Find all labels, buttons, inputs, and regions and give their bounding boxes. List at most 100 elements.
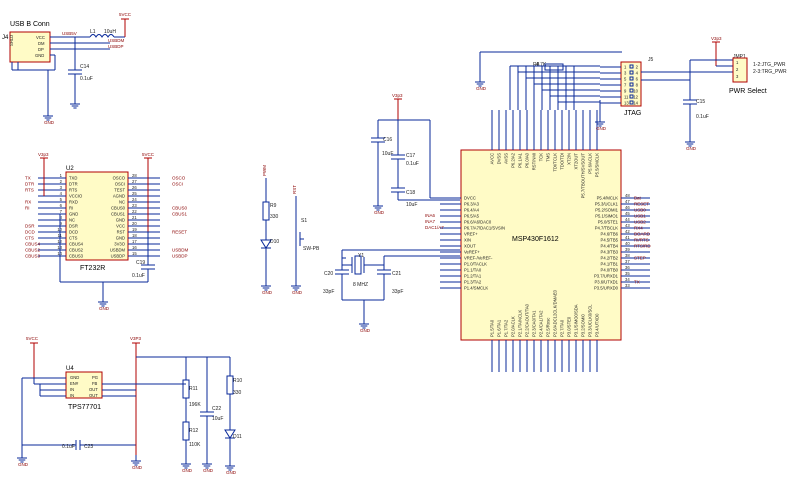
mcu-top-pin-8: TMS (546, 153, 551, 162)
mcu-right-pin-num-10: 38 (625, 253, 630, 258)
pwm-net: PWM (262, 165, 267, 176)
ftdi-left-pin-10: CTS (69, 236, 78, 241)
ftdi-right-net-13: USBDP (172, 254, 188, 259)
usb-pin-dm: DM (38, 41, 45, 46)
mcu-right-net-10: STEP (634, 256, 646, 261)
ftdi-right-pin-num-8: 20 (132, 221, 137, 226)
mcu-top-pin-12: XT2OUT (574, 153, 579, 170)
c19-ref: C19 (136, 260, 145, 266)
d11-ref: D11 (233, 434, 242, 440)
ftdi-right-pin-num-1: 27 (132, 179, 137, 184)
mcu-right-pin-num-13: 35 (625, 271, 630, 276)
ftdi-right-net-9: RESET (172, 230, 187, 235)
c20-ref: C20 (324, 271, 333, 277)
mcu-top-pin-6: RST/NMI (532, 153, 537, 170)
mcu-right-net-1: RESET (634, 202, 649, 207)
ftdi-left-pin-num-1: 2 (60, 179, 63, 184)
usb-connector-body (9, 31, 51, 63)
r11-ref: R11 (189, 386, 198, 392)
mcu-top-pin-0: AVCC (490, 153, 495, 164)
mcu-right-pin-num-2: 46 (625, 205, 630, 210)
mcu-bottom-pin-8: P2.5/Rosc (546, 318, 551, 337)
mcu-right-net-4: USB2 (634, 220, 646, 225)
mcu-support-block: V3p3 C16 10uF GND C17 0.1uF C18 10uF Y1 … (323, 93, 460, 333)
c22-gnd-label: GND (203, 468, 214, 473)
usb-ref: J4 (2, 35, 9, 41)
ftdi-left-pin-11: CBUS4 (69, 242, 84, 247)
ftdi-right-net-5: CBUS0 (172, 206, 188, 211)
c19-value: 0.1uF (132, 273, 145, 279)
mcu-left-pin-7: XIN (464, 238, 471, 243)
mcu-right-pin-num-14: 34 (625, 277, 630, 282)
mcu-right-net-8: RTS/RD (634, 244, 651, 249)
ftdi-right-pin-7: GND (116, 218, 125, 223)
mcu-right-pin-1: P5.3/UCLK1 (595, 202, 619, 207)
ftdi-left-net-5: RI (25, 206, 30, 211)
mcu-right-pin-8: P4.4/TB4 (601, 244, 619, 249)
ftdi-right-pin-num-2: 26 (132, 185, 137, 190)
c22-ref: C22 (212, 406, 221, 412)
mcu-top-pin-1: DVSS (497, 153, 502, 165)
mcu-right-pin-6: P4.6/TB6 (601, 232, 619, 237)
mcu-top-pin-15: P5.5/SMCLK (595, 153, 600, 177)
jumper-body (732, 57, 748, 83)
mcu-right-pin-num-15: 33 (625, 283, 630, 288)
ftdi-right-pin-num-3: 25 (132, 191, 137, 196)
reg-gnd2-label: GND (132, 465, 143, 470)
mcu-right-pin-num-8: 40 (625, 241, 630, 246)
inductor-l1 (89, 34, 115, 38)
c15-value: 0.1uF (696, 114, 709, 120)
reg-pin-gnd: GND (70, 375, 79, 380)
ftdi-ref: U2 (66, 166, 74, 172)
r9-resistor (262, 201, 270, 221)
mcu-bottom-pin-13: P3.2/SOMI0 (581, 314, 586, 337)
r10-value: 330 (233, 390, 242, 396)
ftdi-right-pin-13: USBDP (111, 254, 126, 259)
ftdi-right-net-0: OSCO (172, 176, 186, 181)
ftdi-right-pin-1: OSCI (115, 182, 125, 187)
ftdi-left-pin-9: DCD (69, 230, 78, 235)
mcu-top-pin-4: P6.1/A1 (518, 152, 523, 168)
reg-vin-label: 5VCC (26, 336, 39, 341)
mcu-right-pin-num-5: 43 (625, 223, 630, 228)
led-switch-block: PWM R9 330 D10 GND RST S1 SW-PB GND (260, 165, 320, 295)
s1-name: SW-PB (303, 246, 320, 252)
mcu-vcc-label: V3p3 (392, 93, 403, 98)
ftdi-left-pin-num-0: 1 (60, 173, 63, 178)
ftdi-right-pin-8: VCC (116, 224, 125, 229)
jtag-ref: J5 (648, 57, 654, 63)
reg-pin-out2: OUT (89, 393, 98, 398)
r10-ref: R10 (233, 378, 242, 384)
mcu-right-pin-num-11: 37 (625, 259, 630, 264)
reg-gnd-label: GND (18, 462, 29, 467)
mcu-left-pin-12: P1.1/TA0 (464, 268, 482, 273)
mcu-right-net-3: USB1 (634, 214, 646, 219)
d10-led (260, 239, 272, 249)
ftdi-left-net-10: CTS (25, 236, 34, 241)
mcu-bottom-pin-14: P3.3/UCLK0/SCL (588, 304, 593, 337)
ftdi-left-pin-5: RI (69, 206, 73, 211)
mcu-left-pin-10: VREF-/VeREF- (464, 256, 493, 261)
mcu-net-ina6: INA6 (425, 213, 436, 218)
svg-text:2: 2 (736, 67, 739, 72)
reg-pin-out1: OUT (89, 387, 98, 392)
ftdi-right-pin-10: GND (116, 236, 125, 241)
ftdi-left-net-13: CBUS3 (25, 254, 41, 259)
jtag-gnd-label: GND (596, 126, 607, 131)
r12-value: 110K (189, 442, 201, 448)
ftdi-right-pin-12: USBDM (110, 248, 126, 253)
jtag-pin-odd-1: 3 (624, 71, 627, 76)
c18-value: 10uF (406, 202, 417, 208)
ftdi-left-net-1: DTR (25, 182, 35, 187)
c15-ref: C15 (696, 99, 705, 105)
jtag-header-body (620, 61, 642, 107)
mcu-left-pin-4: P6.6/A6/DAC0 (464, 220, 492, 225)
mcu-left-pin-5: P6.7/A7/DAC1/SVSIN (464, 226, 505, 231)
mcu-top-pin-2: AVSS (504, 153, 509, 164)
mcu-bottom-pin-5: P2.2/CAOUT/TA0 (525, 303, 530, 337)
jtag-pin-even-5: 12 (633, 95, 638, 100)
c22-value: 10uF (212, 416, 223, 422)
jmp-name: PWR Select (729, 88, 767, 95)
ftdi-left-net-9: DCD (25, 230, 35, 235)
